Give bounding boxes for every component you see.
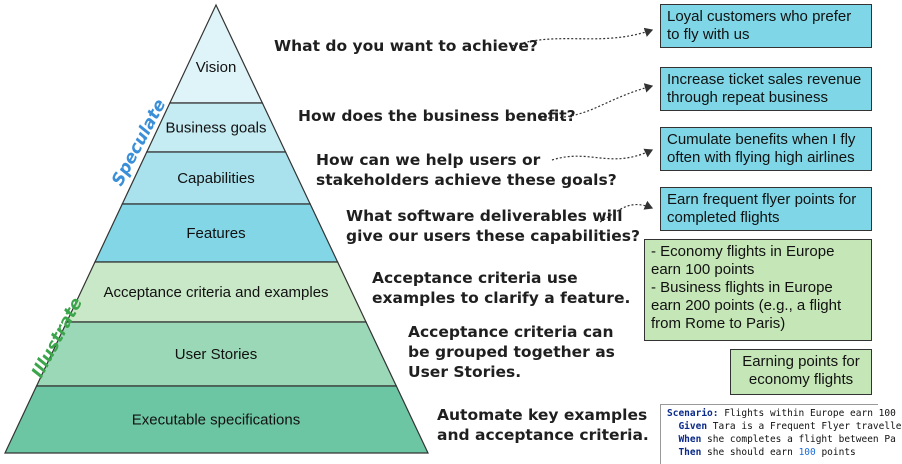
question-line: examples to clarify a feature. [372, 289, 631, 307]
example-box-acceptance-criteria: - Economy flights in Europe earn 100 poi… [644, 239, 872, 341]
question-business-goals: How does the business benefit? [298, 106, 576, 126]
question-line: How can we help users or [316, 151, 541, 169]
arrow-capabilities [551, 148, 654, 161]
question-features: What software deliverables will give our… [346, 206, 640, 246]
gherkin-line: Given Tara is a Frequent Flyer travelle [667, 421, 902, 432]
example-line: - Business flights in Europe [651, 279, 833, 296]
question-capabilities: How can we help users or stakeholders ac… [316, 150, 617, 190]
pyramid-label-business-goals: Business goals [166, 120, 267, 137]
arrow-business-goals [539, 83, 654, 119]
question-line: Automate key examples [437, 406, 648, 424]
example-box-user-story: Earning points for economy flights [730, 349, 872, 395]
example-line: to fly with us [667, 26, 750, 43]
example-line: economy flights [748, 371, 854, 388]
question-line: How does the business benefit? [298, 107, 576, 125]
example-line: Earning points for [742, 353, 860, 370]
question-line: Acceptance criteria use [372, 269, 578, 287]
gherkin-line: When she completes a flight between Pa [667, 434, 896, 445]
example-box-capability: Cumulate benefits when I fly often with … [660, 127, 872, 171]
question-executable-specs: Automate key examples and acceptance cri… [437, 405, 649, 445]
pyramid-label-capabilities: Capabilities [177, 170, 255, 187]
gherkin-scenario: Scenario: Flights within Europe earn 100… [660, 404, 902, 464]
question-line: What software deliverables will [346, 207, 623, 225]
pyramid-label-features: Features [186, 225, 245, 242]
pyramid-label-executable-specifications: Executable specifications [132, 412, 300, 429]
gherkin-line: Then she should earn 100 points [667, 447, 856, 458]
question-vision: What do you want to achieve? [274, 36, 538, 56]
example-line: completed flights [667, 209, 780, 226]
pyramid-level-vision [168, 3, 264, 104]
pyramid-label-user-stories: User Stories [175, 346, 258, 363]
question-line: be grouped together as [408, 343, 615, 361]
example-box-vision: Loyal customers who prefer to fly with u… [660, 4, 872, 48]
question-line: and acceptance criteria. [437, 426, 649, 444]
pyramid-label-vision: Vision [196, 59, 237, 76]
question-acceptance-criteria: Acceptance criteria use examples to clar… [372, 268, 630, 308]
question-user-stories: Acceptance criteria can be grouped toget… [408, 322, 615, 382]
pyramid-label-acceptance-criteria: Acceptance criteria and examples [103, 284, 328, 301]
question-line: What do you want to achieve? [274, 37, 538, 55]
example-line: through repeat business [667, 89, 828, 106]
example-line: Loyal customers who prefer [667, 8, 852, 25]
example-line: - Economy flights in Europe [651, 243, 835, 260]
example-line: often with flying high airlines [667, 149, 855, 166]
arrow-features [599, 200, 654, 223]
question-line: Acceptance criteria can [408, 323, 614, 341]
example-line: Earn frequent flyer points for [667, 191, 857, 208]
pyramid-level-executable-specifications [4, 385, 429, 454]
question-line: User Stories. [408, 363, 522, 381]
example-line: Increase ticket sales revenue [667, 71, 862, 88]
example-line: from Rome to Paris) [651, 315, 786, 332]
question-line: stakeholders achieve these goals? [316, 171, 617, 189]
example-line: earn 200 points (e.g., a flight [651, 297, 842, 314]
example-box-feature: Earn frequent flyer points for completed… [660, 187, 872, 231]
example-box-business-goal: Increase ticket sales revenue through re… [660, 67, 872, 111]
gherkin-line: Scenario: Flights within Europe earn 100 [667, 408, 896, 419]
arrow-vision [511, 27, 654, 47]
example-line: Cumulate benefits when I fly [667, 131, 856, 148]
question-line: give our users these capabilities? [346, 227, 640, 245]
example-line: earn 100 points [651, 261, 755, 278]
